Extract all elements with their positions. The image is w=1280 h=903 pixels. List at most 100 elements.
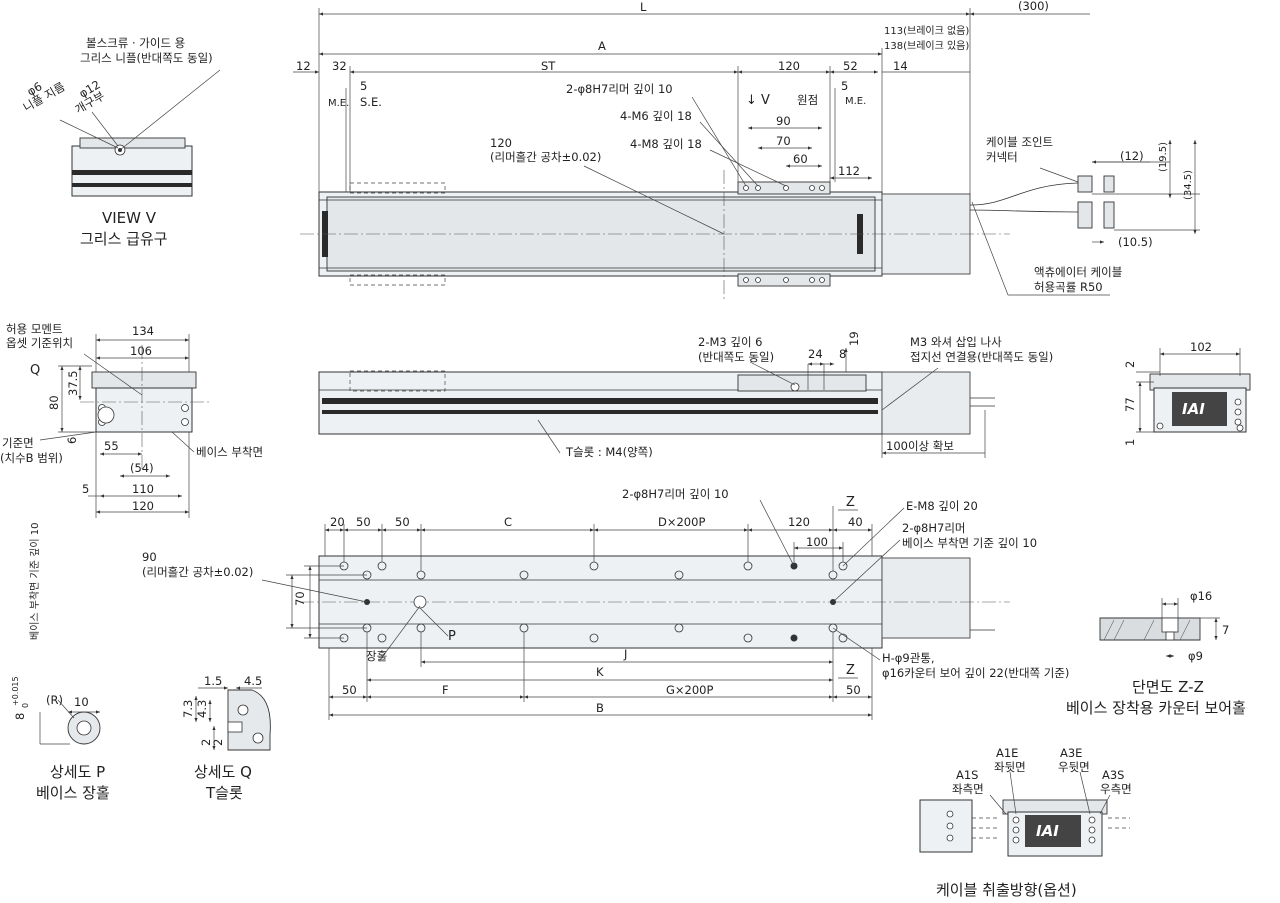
dim-19-5: (19.5): [1158, 142, 1169, 172]
dim-90-top: 90: [776, 114, 791, 128]
dim-J: J: [623, 647, 627, 661]
washer-label-1: M3 와셔 삽입 나사: [910, 335, 1002, 349]
detail-p-dim-10: 10: [74, 695, 89, 709]
reamer-bottom-label: 2-φ8H7리머 깊이 10: [622, 487, 729, 501]
se-label: S.E.: [360, 95, 382, 109]
a1e-code: A1E: [996, 746, 1018, 760]
dim-12-paren: (12): [1120, 149, 1144, 163]
cable-exit-view: [919, 771, 1130, 857]
me-right-label: M.E.: [845, 96, 866, 107]
detail-p-subtitle: 베이스 장홀: [36, 784, 110, 802]
dim-G200P: G×200P: [666, 683, 713, 697]
dim-50-b: 50: [395, 515, 410, 529]
dim-B: B: [596, 701, 604, 715]
zz-dim-7: 7: [1222, 623, 1229, 637]
detail-q: [194, 686, 271, 751]
detail-q-dim-2: 2: [199, 739, 213, 746]
washer-label-2: 접지선 연결용(반대쪽도 동일): [910, 350, 1053, 364]
dim-10-5: (10.5): [1118, 235, 1153, 249]
a1s-code: A1S: [956, 768, 978, 782]
dim-32: 32: [332, 59, 347, 73]
q-marker: Q: [30, 363, 40, 378]
dim-50-d: 50: [846, 683, 861, 697]
dim-1-motor: 1: [1123, 439, 1137, 446]
origin-label: 원점: [797, 93, 818, 107]
phi6-dim: φ6: [25, 79, 45, 99]
dim-60: 60: [793, 152, 808, 166]
dim-12: 12: [296, 59, 311, 73]
detail-q-subtitle: T슬롯: [205, 784, 243, 802]
section-z-bottom: Z: [846, 663, 855, 678]
detail-p-tol: +0.015: [11, 676, 20, 706]
dim-52: 52: [843, 59, 858, 73]
detail-p-marker: P: [448, 629, 456, 644]
dim-100: 100: [806, 535, 828, 549]
dim-8: 8: [839, 347, 846, 361]
dim-70-bottom: 70: [293, 591, 307, 606]
detail-p-size: 8: [13, 713, 27, 720]
dim-C: C: [504, 515, 512, 529]
dim-14: 14: [893, 59, 908, 73]
dim-20: 20: [330, 515, 345, 529]
dim-5-left: 5: [360, 79, 367, 93]
dim-50-a: 50: [356, 515, 371, 529]
zz-title: 단면도 Z-Z: [1132, 678, 1204, 696]
dim-77: 77: [1123, 397, 1137, 412]
dim-F: F: [442, 683, 449, 697]
m3-label: 2-M3 깊이 6: [698, 335, 763, 349]
cable-exit-title: 케이블 취출방향(옵션): [936, 881, 1077, 899]
dim-120-bottom: 120: [788, 515, 810, 529]
a1e-label: 좌뒷면: [994, 760, 1026, 774]
m3-sub-label: (반대쪽도 동일): [698, 350, 774, 364]
detail-p-depth: 베이스 부착면 기준 깊이 10: [29, 523, 41, 640]
e-m8-label: E-M8 깊이 20: [906, 499, 978, 513]
a3s-code: A3S: [1102, 768, 1124, 782]
dim-A: A: [598, 39, 606, 53]
a3s-label: 우측면: [1100, 782, 1132, 796]
base-mount-label: 베이스 부착면: [196, 445, 263, 459]
reamer-pitch-tol: (리머홀간 공차±0.02): [490, 150, 601, 164]
dim-37-5: 37.5: [66, 370, 80, 396]
detail-q-dim-1-5: 1.5: [204, 674, 222, 688]
dim-102: 102: [1190, 340, 1212, 354]
brake-none-label: 113(브레이크 없음): [884, 24, 969, 37]
a1s-label: 좌측면: [952, 782, 984, 796]
motor-end-view: [1136, 348, 1251, 433]
dim-K: K: [596, 665, 604, 679]
dim-2-motor: 2: [1123, 361, 1137, 368]
section-z-top: Z: [846, 495, 855, 510]
moment-label-1: 허용 모멘트: [6, 322, 63, 336]
datum-label-2: (치수B 범위): [0, 451, 63, 465]
dim-54: (54): [130, 461, 154, 475]
h-phi9-label-2: φ16카운터 보어 깊이 22(반대쪽 기준): [882, 666, 1069, 680]
dim-70-top: 70: [776, 134, 791, 148]
iai-logo-plate: [1172, 392, 1227, 426]
dim-110: 110: [132, 482, 154, 496]
cable-joint-label-2: 커넥터: [986, 150, 1018, 164]
dim-19: 19: [847, 331, 861, 346]
dim-50-c: 50: [342, 683, 357, 697]
zz-subtitle: 베이스 장착용 카운터 보어홀: [1066, 699, 1246, 717]
dim-ST: ST: [541, 59, 556, 73]
top-view: [293, 8, 1200, 300]
m8-label: 4-M8 깊이 18: [630, 137, 702, 151]
end-view: [39, 334, 210, 518]
dim-40: 40: [848, 515, 863, 529]
motor-side: [881, 371, 971, 435]
actuator-cable-label-1: 액츄에이터 케이블: [1034, 265, 1122, 279]
iai-logo-text: IAI: [1182, 400, 1205, 418]
reamer-base-label-2: 베이스 부착면 기준 깊이 10: [902, 536, 1037, 550]
grease-label-1: 볼스크류 · 가이드 용: [86, 36, 185, 50]
dim-5-end: 5: [82, 482, 89, 496]
brake-with-label: 138(브레이크 있음): [884, 40, 969, 52]
detail-q-dim-4-5: 4.5: [244, 674, 262, 688]
detail-p: [39, 699, 101, 745]
cable-joint-label-1: 케이블 조인트: [986, 135, 1053, 149]
detail-q-dim-7-3: 7.3: [181, 700, 195, 718]
datum-label-1: 기준면: [2, 436, 34, 450]
dim-5-right: 5: [841, 79, 848, 93]
me-left-label: M.E.: [328, 98, 349, 109]
zz-phi16: φ16: [1190, 589, 1212, 603]
h-phi9-label-1: H-φ9관통,: [882, 651, 935, 665]
